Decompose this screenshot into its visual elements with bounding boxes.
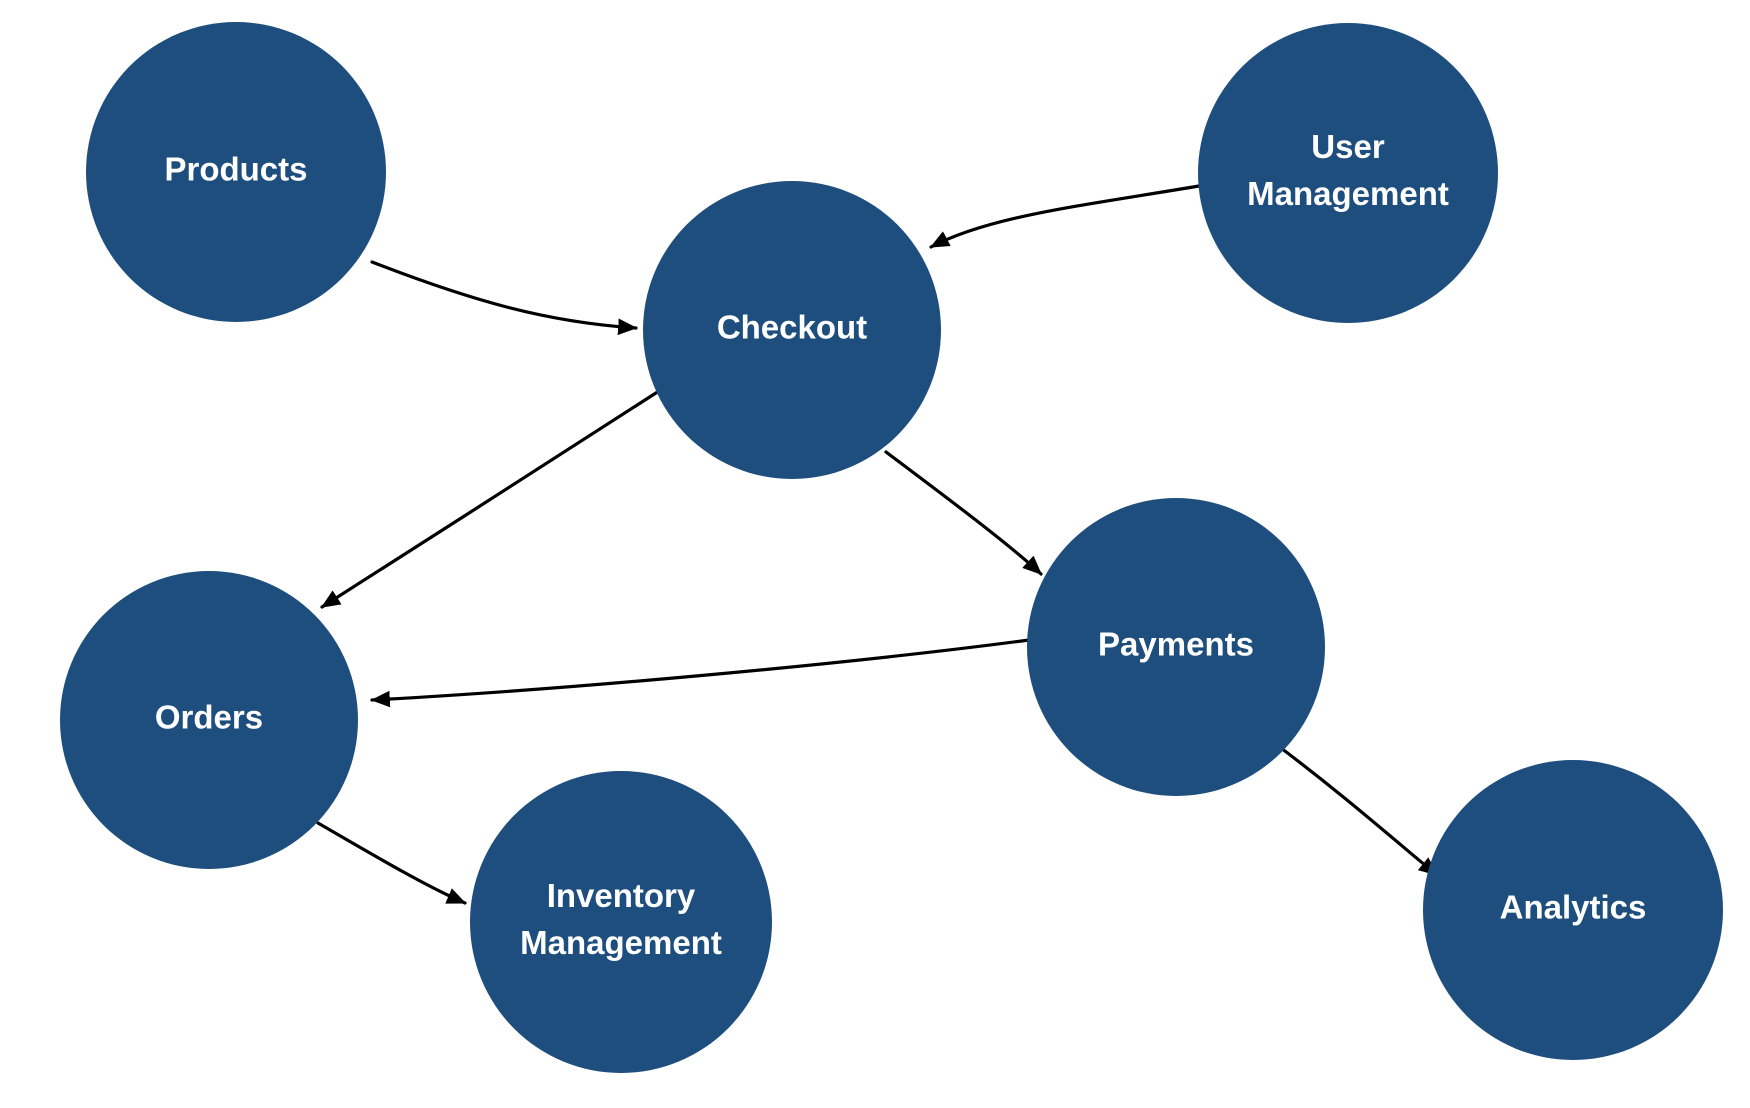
node-circle-checkout[interactable] xyxy=(643,181,941,479)
edge-checkout-to-payments xyxy=(884,450,1043,576)
node-circle-payments[interactable] xyxy=(1027,498,1325,796)
edge-orders-to-inventory xyxy=(316,821,467,905)
edge-checkout-to-orders xyxy=(320,389,661,609)
edges-layer xyxy=(316,184,1439,905)
node-circle-user_mgmt[interactable] xyxy=(1198,23,1498,323)
node-payments[interactable]: Payments xyxy=(1027,498,1325,796)
edge-products-to-checkout xyxy=(370,260,638,336)
node-circle-products[interactable] xyxy=(86,22,386,322)
node-orders[interactable]: Orders xyxy=(60,571,358,869)
node-checkout[interactable]: Checkout xyxy=(643,181,941,479)
node-circle-analytics[interactable] xyxy=(1423,760,1723,1060)
node-circle-inventory[interactable] xyxy=(470,771,772,1073)
edge-payments-to-analytics xyxy=(1275,743,1439,877)
node-products[interactable]: Products xyxy=(86,22,386,322)
edge-user_mgmt-to-checkout xyxy=(929,184,1201,249)
node-circle-orders[interactable] xyxy=(60,571,358,869)
node-analytics[interactable]: Analytics xyxy=(1423,760,1723,1060)
edge-payments-to-orders xyxy=(370,638,1031,708)
